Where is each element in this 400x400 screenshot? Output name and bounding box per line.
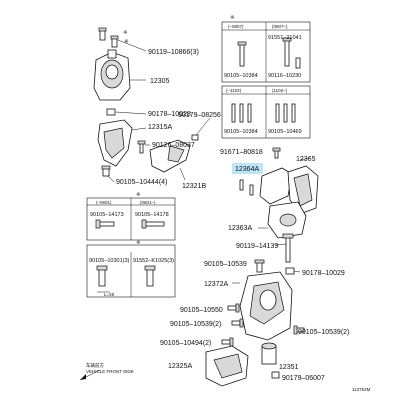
label-90126-08037: 90126–08037 bbox=[152, 142, 195, 149]
top-box-marker: ※ bbox=[230, 14, 235, 21]
mount-12364A bbox=[239, 167, 293, 205]
label-90105-10494: 90105–10494(2) bbox=[160, 340, 211, 347]
label-90119-14139: 90119–14139 bbox=[236, 243, 278, 250]
label-90116-10230: 90116–10230 bbox=[268, 73, 301, 79]
bracket-12321B bbox=[149, 139, 191, 173]
label-90105-14178: 90105–14178 bbox=[135, 212, 169, 218]
top-right-variant-box bbox=[221, 21, 311, 83]
bolt-90105-10539-right bbox=[293, 325, 305, 335]
mid-box-col1-header: (–1102) bbox=[226, 88, 242, 93]
label-90105-10384-mid: 90105–10384 bbox=[224, 129, 258, 135]
label-12364A: 12364A bbox=[235, 166, 259, 173]
left-box-1-marker: ※ bbox=[136, 191, 141, 198]
label-90178-10029: 90178–10029 bbox=[302, 270, 345, 277]
label-90105-10384-top: 90105–10384 bbox=[224, 73, 258, 79]
label-12305: 12305 bbox=[150, 78, 170, 85]
left-box-1-col1-header: (–0601) bbox=[96, 200, 112, 205]
bolt-90126-08037 bbox=[137, 140, 146, 154]
left-variant-box-2 bbox=[86, 244, 176, 298]
bracket-12363A bbox=[267, 201, 307, 239]
label-12372A: 12372A bbox=[204, 281, 228, 288]
left-variant-box-1 bbox=[86, 197, 176, 241]
label-90178-10028: 90178–10028 bbox=[148, 111, 191, 118]
mid-box-col2-header: (1102–) bbox=[272, 88, 288, 93]
label-12315A: 12315A bbox=[148, 124, 172, 131]
label-90105-10444: 90105–10444(4) bbox=[116, 179, 167, 186]
vehicle-front-label: VEHICLE FRONT SIDE bbox=[86, 369, 134, 374]
label-12325A: 12325A bbox=[168, 363, 192, 370]
vehicle-front-cn: 车辆前方 bbox=[86, 362, 104, 369]
label-12363A: 12363A bbox=[228, 225, 252, 232]
dim-l-25: L=25 bbox=[104, 292, 115, 297]
label-12365: 12365 bbox=[296, 156, 316, 163]
bracket-12372A bbox=[239, 271, 293, 341]
vehicle-front-arrow bbox=[79, 369, 101, 381]
small-bolt-91671-80818 bbox=[272, 147, 281, 159]
nut-90179-08256 bbox=[191, 134, 199, 141]
bolt-90105-10539-lower bbox=[231, 318, 244, 328]
label-91552-K1025: 91552–K1025(3) bbox=[133, 258, 174, 264]
left-box-1-col2-header: (0601–) bbox=[140, 200, 156, 205]
marker-top-left: ※ bbox=[124, 38, 129, 45]
bolt-90105-10494 bbox=[221, 337, 234, 347]
label-90105-10469: 90105–10469 bbox=[268, 129, 302, 135]
marker-top: ※ bbox=[123, 29, 128, 36]
highlight-12364A bbox=[232, 163, 263, 174]
mid-right-variant-box bbox=[221, 85, 311, 139]
label-90179-06007: 90179–06007 bbox=[282, 375, 325, 382]
engine-mount-12305 bbox=[93, 49, 131, 101]
label-90105-10301: 90105–10301(3) bbox=[89, 258, 130, 264]
left-box-2-marker: ※ bbox=[136, 239, 141, 246]
mount-12325A bbox=[205, 345, 249, 387]
bolt-90105-10539-top bbox=[254, 259, 265, 273]
bolt-group-top-left bbox=[98, 27, 119, 48]
bracket-12315A bbox=[97, 119, 133, 167]
label-12351: 12351 bbox=[279, 364, 299, 371]
bolt-90119-14139 bbox=[282, 233, 294, 263]
label-90179-08256: 90179–08256 bbox=[178, 112, 221, 119]
label-91551-21041: 91551–21041 bbox=[268, 35, 302, 41]
label-12321B: 12321B bbox=[182, 183, 206, 190]
label-90105-10539-2: 90105–10539(2) bbox=[170, 321, 221, 328]
stopper-12351 bbox=[261, 342, 277, 365]
nut-90179-06007 bbox=[271, 371, 280, 379]
label-90105-14173: 90105–14173 bbox=[90, 212, 124, 218]
label-90105-10539-2b: 90105–10539(2) bbox=[298, 329, 349, 336]
label-90119-10866: 90119–10866(3) bbox=[148, 49, 199, 56]
top-box-col2-header: (0807–) bbox=[272, 24, 288, 29]
label-91671-80818: 91671–80818 bbox=[220, 149, 263, 156]
figure-code: 113752M bbox=[352, 387, 371, 392]
bolt-90105-10550 bbox=[227, 303, 240, 313]
label-90105-10550: 90105–10550 bbox=[180, 307, 223, 314]
nut-90178-10028 bbox=[106, 108, 116, 116]
bolt-90105-10444 bbox=[101, 165, 111, 177]
label-90105-10539-top: 90105–10539 bbox=[204, 261, 247, 268]
nut-90178-10029 bbox=[285, 267, 295, 275]
top-box-col1-header: (–0807) bbox=[228, 24, 244, 29]
